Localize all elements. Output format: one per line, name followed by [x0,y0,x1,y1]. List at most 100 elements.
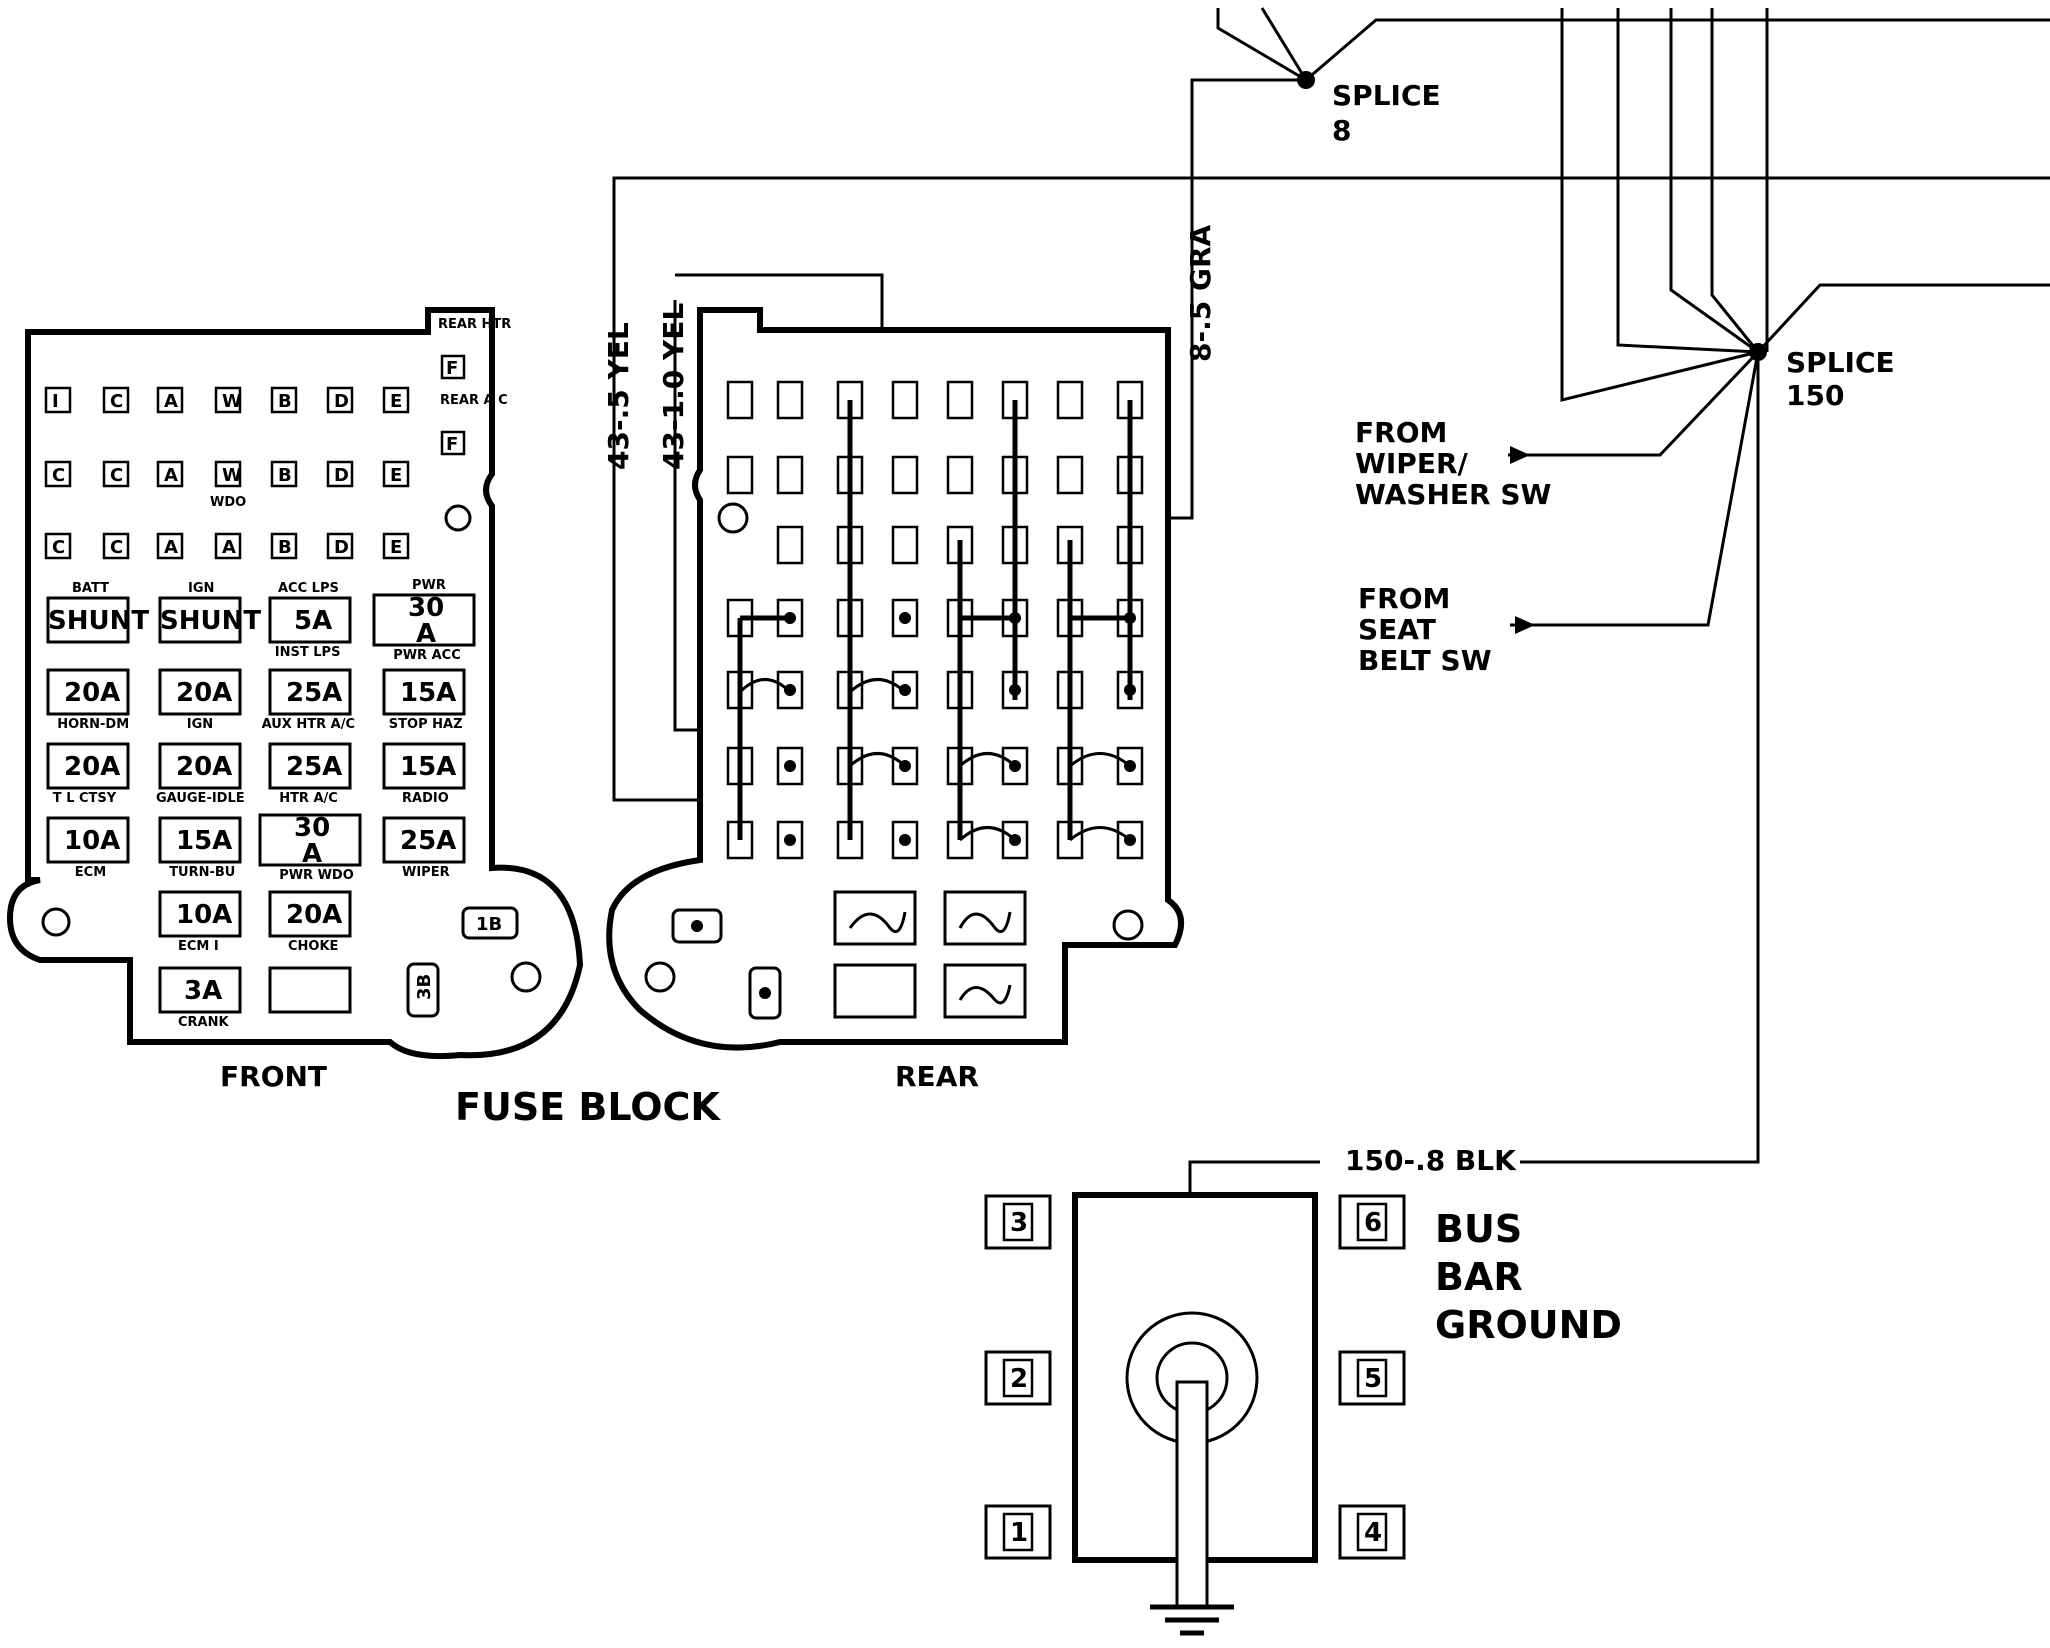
from-seat-line2: SEAT [1358,613,1436,646]
connector-pin-letter: C [110,537,123,558]
splice-150-node [1749,343,1767,361]
connector-pin [214,532,242,560]
connector-pin-letter: E [390,465,402,486]
splice-150-number: 150 [1786,379,1844,412]
connector-pin [270,532,298,560]
fuse-value: 5A [294,606,332,636]
bus-bar-title-2: BAR [1435,1255,1523,1299]
rear-terminal [891,525,919,565]
bus-bar-title-3: GROUND [1435,1303,1622,1347]
rear-terminal [776,455,804,495]
fuse [158,816,242,864]
fuse [268,596,352,644]
bus-terminal-number: 2 [1010,1364,1028,1394]
fuse-value: 15A [400,752,456,782]
bus-bar-title-1: BUS [1435,1207,1522,1251]
fuse-block-title: FUSE BLOCK [455,1085,721,1129]
connector-pin-letter: W [222,391,242,412]
fuse-bottom-label: HORN-DM [57,717,129,732]
mount-hole [41,907,71,937]
rear-ac-fuse [440,430,466,456]
connector-pin-letter: B [278,391,292,412]
fuse-value: 3A [184,976,222,1006]
rear-terminal-grid [726,380,1144,860]
rear-htr-fuse [440,354,466,380]
rear-fuse-block [606,307,1185,1051]
rear-terminal [776,380,804,420]
fuse [46,742,130,790]
connector-pin-letter: D [334,465,349,486]
bus-terminal-tab [1356,1358,1388,1398]
connector-pin [382,386,410,414]
fuse-value: 10A [64,826,120,856]
from-wiper-line2: WIPER/ [1355,447,1469,480]
front-label: FRONT [220,1060,327,1093]
splice-8-number: 8 [1332,114,1351,147]
rear-terminal [891,380,919,420]
fuse [268,890,352,938]
fuse [382,816,466,864]
fuse-bottom-label: STOP HAZ [389,717,463,732]
fuse-value: 20A [176,752,232,782]
wdo-label: WDO [210,495,246,510]
bus-terminal-tab [1002,1358,1034,1398]
connector-pin [214,460,242,488]
mount-hole [1112,909,1144,941]
mount-hole [644,961,676,993]
connector-pin-letter: B [278,537,292,558]
fuse-value: 15A [400,678,456,708]
fuse [268,742,352,790]
connector-pin-letter: W [222,465,242,486]
connector-pin-letter: C [52,465,65,486]
rear-terminal [1056,455,1084,495]
rear-htr-letter: F [446,358,458,379]
fuse-bottom-label: CHOKE [288,939,338,954]
connector-pin [270,386,298,414]
rear-terminal [726,455,754,495]
rear-htr-label: REAR HTR [438,317,511,332]
from-wiper-line3: WASHER SW [1355,478,1551,511]
fuse-bottom-label: RADIO [402,791,449,806]
connector-pin-letter: A [164,465,178,486]
connector-pin [156,532,184,560]
bus-terminal-tab [1002,1202,1034,1242]
fuse-bottom-label: WIPER [402,865,450,880]
fuse [158,890,242,938]
connector-pin-letter: C [52,537,65,558]
splice-150-label: SPLICE [1786,346,1895,379]
tag-1b-box [461,906,519,940]
ground-strap [1175,1380,1209,1609]
fuse-value: 25A [286,678,342,708]
fuse-value: 30 [408,593,444,623]
fuse [158,966,242,1014]
empty-fuse-slot [268,966,352,1014]
rear-terminal [891,820,919,860]
connector-pin [102,460,130,488]
tag-3b-box [406,962,440,1018]
tag-3b: 3B [414,974,435,1000]
fuse-bottom-label: T L CTSY [53,791,117,806]
connector-pin-letter: D [334,537,349,558]
bus-terminal-tab [1002,1512,1034,1552]
fuse-bottom-label: PWR ACC [393,648,461,663]
from-wiper-line1: FROM [1355,416,1447,449]
fuse-value: 20A [176,678,232,708]
fuse-value: 20A [64,678,120,708]
rear-terminal [946,380,974,420]
fuse [46,596,130,644]
fuse-value-unit: A [302,839,322,869]
rear-label: REAR [895,1060,979,1093]
fuse [382,668,466,716]
rear-relay [833,963,917,1019]
fuse-bottom-label: HTR A/C [279,791,338,806]
bus-terminal-number: 5 [1364,1364,1382,1394]
rear-ac-letter: F [446,434,458,455]
bus-terminal-number: 3 [1010,1208,1028,1238]
fuse-bottom-label: IGN [187,717,213,732]
fuse-bottom-label: PWR WDO [279,868,354,883]
